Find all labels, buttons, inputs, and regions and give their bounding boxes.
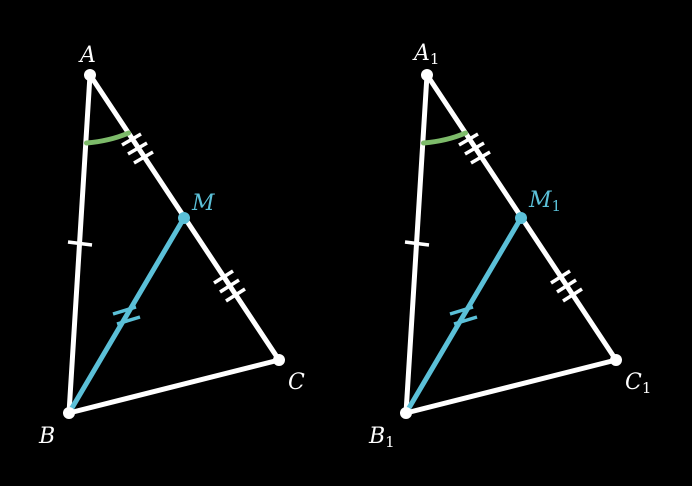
label-m: M bbox=[191, 191, 215, 216]
vertex-c1 bbox=[610, 354, 622, 366]
tick-am-1 bbox=[121, 132, 142, 147]
triangle-abc: A B C M bbox=[38, 43, 305, 449]
point-m bbox=[178, 212, 190, 224]
tick-am-3 bbox=[133, 150, 154, 165]
vertex-b bbox=[63, 407, 75, 419]
side-bc bbox=[66, 357, 282, 416]
vertex-c bbox=[273, 354, 285, 366]
side-b1c1 bbox=[403, 357, 619, 416]
tick-a1m1-2 bbox=[464, 141, 485, 156]
tick-m1c1-1 bbox=[550, 269, 571, 285]
label-a: A bbox=[78, 43, 96, 68]
tick-a1b1 bbox=[404, 240, 430, 247]
tick-m1c1-3 bbox=[562, 287, 583, 303]
vertex-b1 bbox=[400, 407, 412, 419]
vertex-a1 bbox=[421, 69, 433, 81]
tick-mc-3 bbox=[225, 287, 246, 303]
vertex-a bbox=[84, 69, 96, 81]
angle-a-arc bbox=[84, 130, 131, 146]
angle-a1-arc bbox=[421, 130, 468, 146]
tick-b1m1-2 bbox=[453, 315, 478, 326]
label-b1: B1 bbox=[368, 424, 395, 451]
tick-bm-1 bbox=[112, 305, 137, 316]
label-b: B bbox=[38, 424, 55, 449]
tick-a1m1-1 bbox=[458, 132, 479, 147]
tick-mc-2 bbox=[219, 278, 240, 294]
label-a1: A1 bbox=[412, 41, 439, 68]
tick-ab bbox=[67, 240, 93, 247]
point-m1 bbox=[515, 212, 527, 224]
tick-bm-2 bbox=[116, 315, 141, 326]
tick-m1c1-2 bbox=[556, 278, 577, 294]
label-m1: M1 bbox=[528, 188, 561, 215]
tick-b1m1-1 bbox=[449, 305, 474, 316]
triangle-a1b1c1: A1 B1 C1 M1 bbox=[368, 41, 651, 451]
label-c1: C1 bbox=[625, 370, 651, 397]
label-c: C bbox=[288, 370, 305, 395]
tick-mc-1 bbox=[213, 269, 234, 285]
tick-a1m1-3 bbox=[470, 150, 491, 165]
median-bm bbox=[66, 215, 187, 416]
tick-am-2 bbox=[127, 141, 148, 156]
median-b1m1 bbox=[403, 215, 524, 416]
